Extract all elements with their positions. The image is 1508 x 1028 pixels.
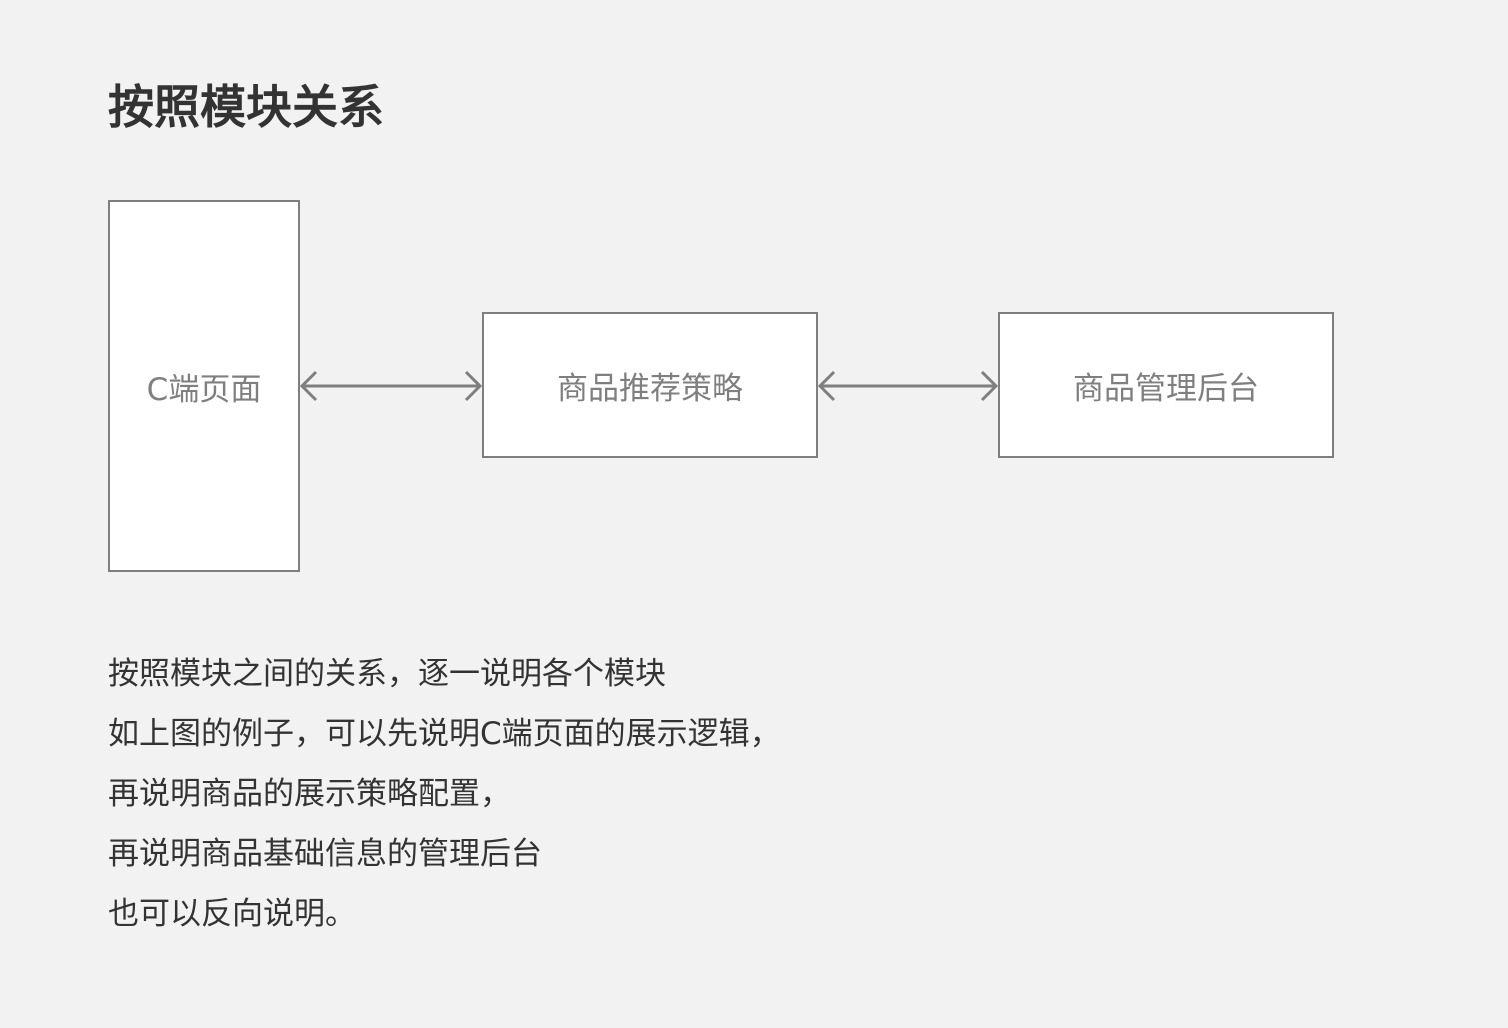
- page-title: 按照模块关系: [108, 80, 384, 134]
- note-line: 也可以反向说明。: [108, 896, 356, 932]
- note-line: 再说明商品基础信息的管理后台: [108, 836, 542, 872]
- note-line: 如上图的例子，可以先说明C端页面的展示逻辑，: [108, 716, 781, 752]
- double-arrow-c-strategy: [299, 370, 483, 402]
- node-admin: 商品管理后台: [998, 312, 1334, 458]
- node-c-page-label: C端页面: [146, 371, 262, 408]
- node-admin-label: 商品管理后台: [1073, 370, 1259, 407]
- node-strategy: 商品推荐策略: [482, 312, 818, 458]
- double-arrow-strategy-admin: [817, 370, 999, 402]
- node-c-page: C端页面: [108, 200, 300, 572]
- note-line: 再说明商品的展示策略配置，: [108, 776, 511, 812]
- notes-block: 按照模块之间的关系，逐一说明各个模块 如上图的例子，可以先说明C端页面的展示逻辑…: [108, 644, 1108, 944]
- note-line: 按照模块之间的关系，逐一说明各个模块: [108, 656, 666, 692]
- node-strategy-label: 商品推荐策略: [557, 370, 743, 407]
